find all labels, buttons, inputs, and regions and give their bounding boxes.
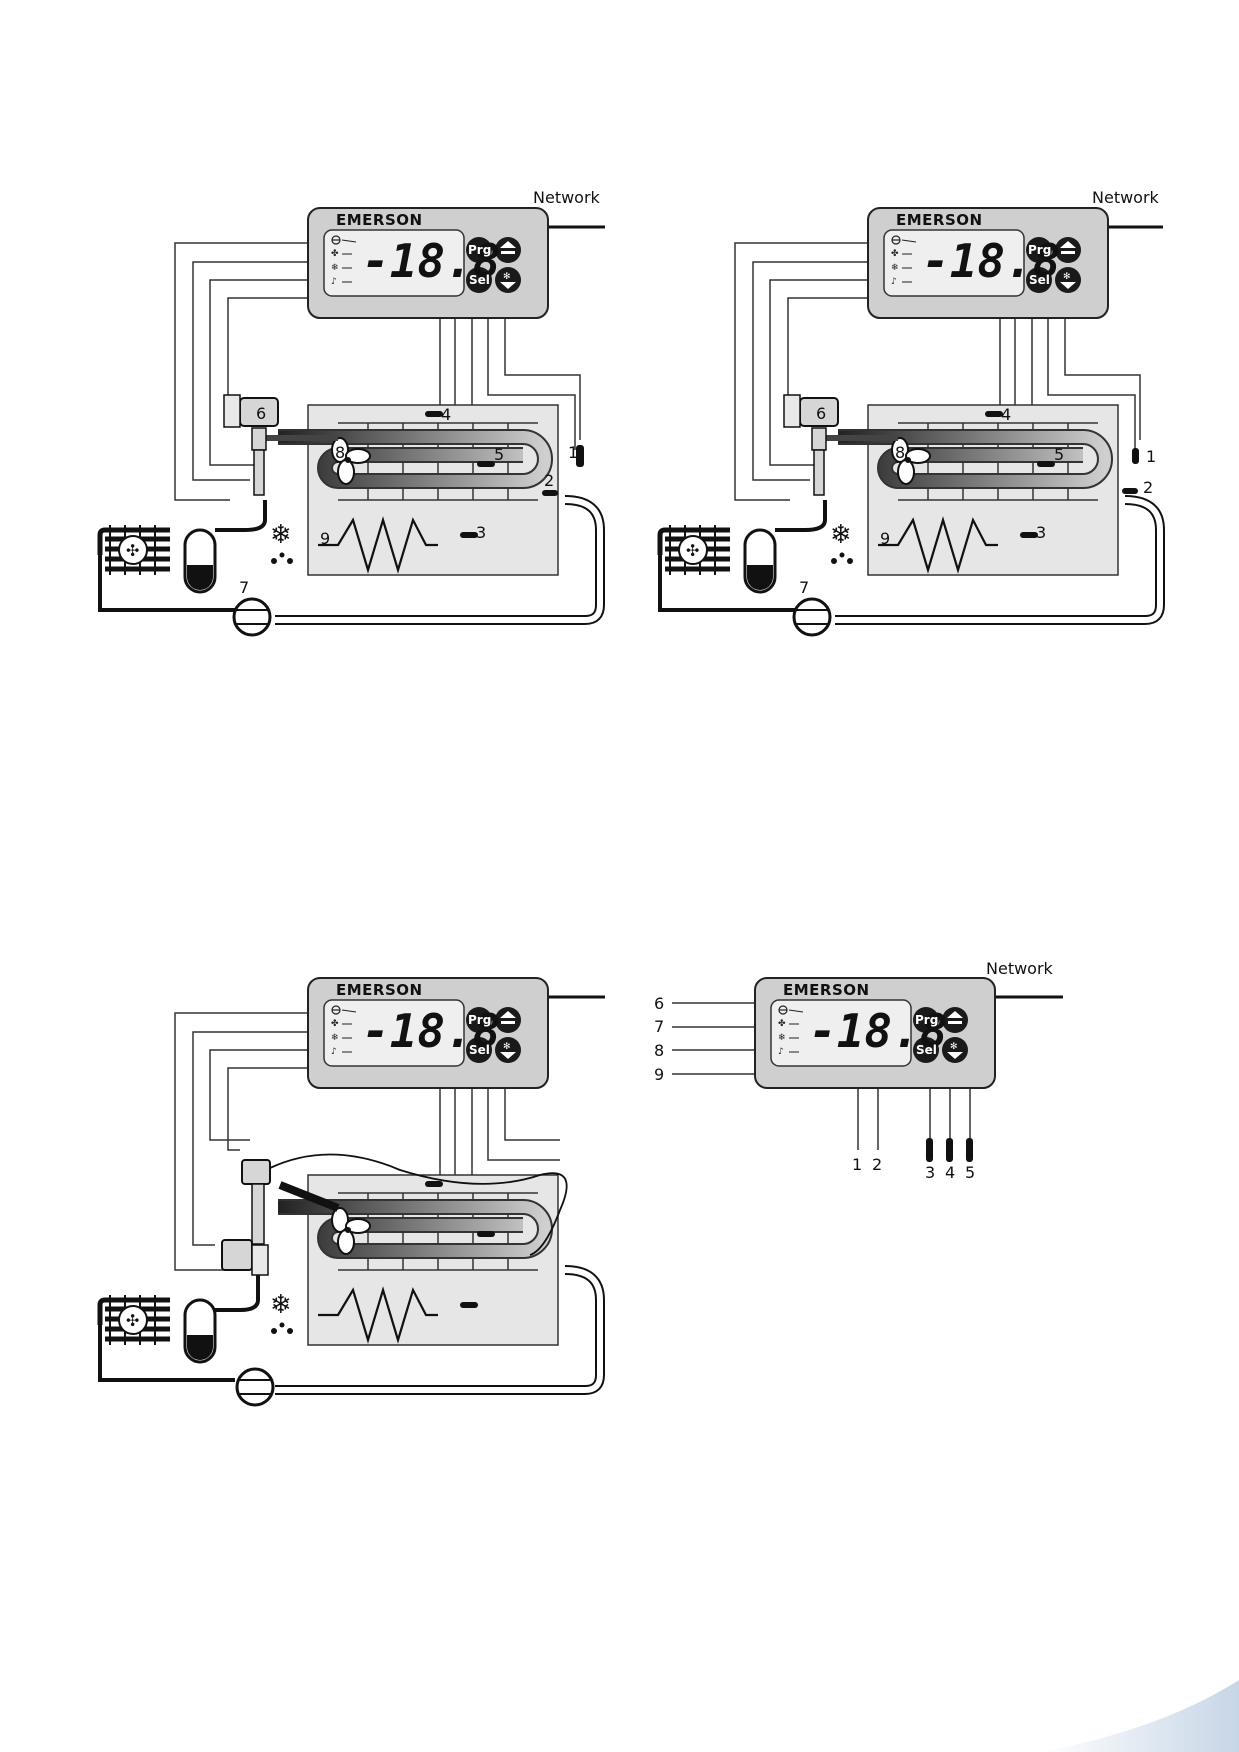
display-readout: -18.8 xyxy=(809,1004,947,1058)
bottom-label-5: 5 xyxy=(965,1163,975,1182)
bottom-label-1: 1 xyxy=(852,1155,862,1174)
label-9: 9 xyxy=(880,529,890,548)
label-1: 1 xyxy=(568,443,578,462)
diagram-3: EMERSON -18.8 Prg Sel xyxy=(100,977,605,1407)
label-8: 8 xyxy=(335,443,345,462)
label-4: 4 xyxy=(441,405,451,424)
label-7: 7 xyxy=(239,578,249,597)
page-swoosh xyxy=(1040,1680,1239,1752)
label-8: 8 xyxy=(895,443,905,462)
left-label-7: 7 xyxy=(654,1017,664,1036)
brand-label: EMERSON xyxy=(783,981,870,999)
diagram-1: Network xyxy=(100,188,605,637)
network-label: Network xyxy=(533,188,601,207)
bottom-label-2: 2 xyxy=(872,1155,882,1174)
brand-label: EMERSON xyxy=(336,981,423,999)
label-5: 5 xyxy=(1054,445,1064,464)
label-1: 1 xyxy=(1146,447,1156,466)
sel-key[interactable]: Sel xyxy=(1029,273,1050,287)
prg-key[interactable]: Prg xyxy=(915,1013,938,1027)
label-6: 6 xyxy=(256,404,266,423)
diagram-4: Network EMERSON -18.8 Prg Sel 6 7 8 9 1 … xyxy=(654,959,1063,1182)
brand-label: EMERSON xyxy=(336,211,423,229)
label-7: 7 xyxy=(799,578,809,597)
label-6: 6 xyxy=(816,404,826,423)
label-3: 3 xyxy=(1036,523,1046,542)
sel-key[interactable]: Sel xyxy=(916,1043,937,1057)
display-readout: -18.8 xyxy=(922,234,1060,288)
left-label-6: 6 xyxy=(654,994,664,1013)
sel-key[interactable]: Sel xyxy=(469,273,490,287)
network-label: Network xyxy=(1092,188,1160,207)
prg-key[interactable]: Prg xyxy=(1028,243,1051,257)
left-label-8: 8 xyxy=(654,1041,664,1060)
label-9: 9 xyxy=(320,529,330,548)
prg-key[interactable]: Prg xyxy=(468,243,491,257)
left-label-9: 9 xyxy=(654,1065,664,1084)
brand-label: EMERSON xyxy=(896,211,983,229)
label-3: 3 xyxy=(476,523,486,542)
bottom-label-4: 4 xyxy=(945,1163,955,1182)
sel-key[interactable]: Sel xyxy=(469,1043,490,1057)
display-readout: -18.8 xyxy=(362,234,500,288)
diagram-2: Network EMERSON -18 xyxy=(660,188,1165,637)
bottom-label-3: 3 xyxy=(925,1163,935,1182)
label-5: 5 xyxy=(494,445,504,464)
label-4: 4 xyxy=(1001,405,1011,424)
label-2: 2 xyxy=(1143,478,1153,497)
network-label: Network xyxy=(986,959,1054,978)
display-readout: -18.8 xyxy=(362,1004,500,1058)
prg-key[interactable]: Prg xyxy=(468,1013,491,1027)
label-2: 2 xyxy=(544,471,554,490)
